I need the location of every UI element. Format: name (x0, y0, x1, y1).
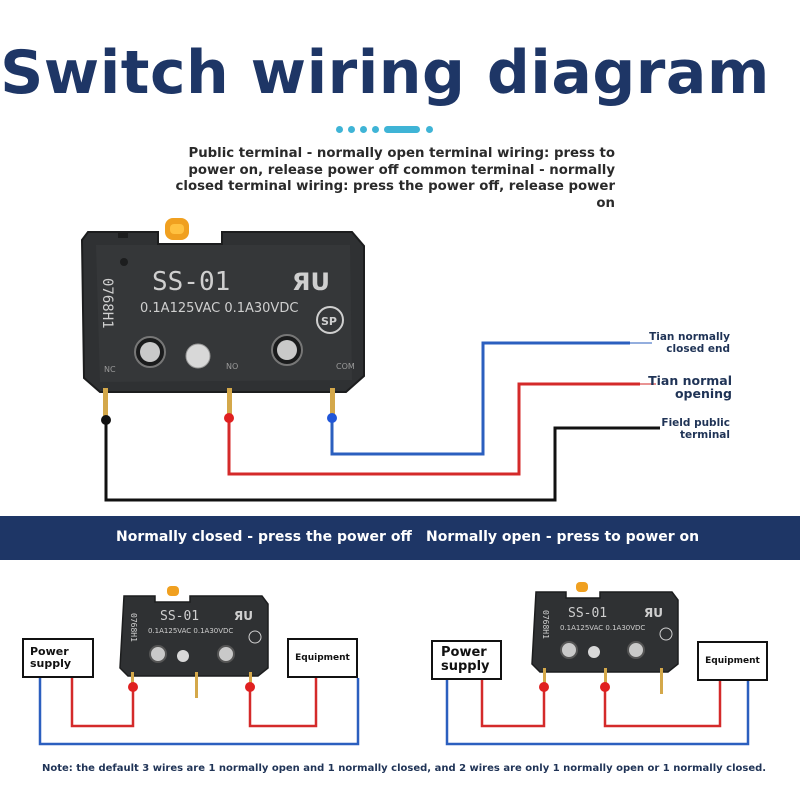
footnote: Note: the default 3 wires are 1 normally… (42, 763, 767, 774)
wire-blue (330, 341, 630, 456)
svg-text:0768H1: 0768H1 (541, 610, 550, 639)
right-power-supply-box: Power supply (431, 640, 502, 680)
main-switch: SS-01 ЯU 0.1A125VAC 0.1A30VDC SP 0768H1 … (80, 218, 365, 393)
left-power-supply-box: Power supply (22, 638, 94, 678)
svg-text:ЯU: ЯU (234, 609, 253, 623)
pin-label-nc: NC (104, 365, 116, 374)
wire-red (227, 382, 640, 476)
pin-label-com: COM (336, 362, 355, 371)
svg-text:ЯU: ЯU (644, 606, 663, 620)
mode-band: Normally closed - press the power off No… (0, 516, 800, 560)
band-label-normally-closed: Normally closed - press the power off (116, 529, 412, 545)
wire-black (104, 420, 660, 502)
terminal-dot-black (101, 415, 111, 425)
svg-text:SS-01: SS-01 (160, 609, 199, 624)
intro-text: Public terminal - normally open terminal… (175, 146, 615, 211)
svg-text:0768H1: 0768H1 (129, 613, 138, 642)
ul-mark-text: ЯU (292, 268, 330, 296)
right-equipment-box: Equipment (697, 641, 768, 681)
example-normally-open: SS-01 ЯU 0.1A125VAC 0.1A30VDC 0768H1 (445, 582, 750, 746)
sp-mark-text: SP (321, 315, 337, 328)
page-title: Switch wiring diagram (0, 38, 770, 108)
svg-text:0.1A125VAC 0.1A30VDC: 0.1A125VAC 0.1A30VDC (148, 627, 233, 635)
svg-text:0.1A125VAC 0.1A30VDC: 0.1A125VAC 0.1A30VDC (560, 624, 645, 632)
pin-left (103, 388, 108, 418)
terminal-dot-blue (327, 413, 337, 423)
switch-rating-text: 0.1A125VAC 0.1A30VDC (140, 301, 298, 316)
example-normally-closed: SS-01 ЯU 0.1A125VAC 0.1A30VDC 0768H1 (38, 586, 360, 746)
legend-com: Field public terminal (661, 417, 730, 441)
pin-middle (227, 388, 232, 414)
pin-right (330, 388, 335, 416)
title-divider-dots (336, 126, 436, 134)
pin-label-no: NO (226, 362, 238, 371)
legend-no: Tian normal opening (648, 373, 732, 401)
switch-code-text: 0768H1 (99, 278, 115, 329)
legend-nc: Tian normally closed end (649, 331, 730, 355)
terminal-dot-red (224, 413, 234, 423)
band-label-normally-open: Normally open - press to power on (426, 529, 700, 545)
svg-text:SS-01: SS-01 (568, 606, 607, 621)
left-equipment-box: Equipment (287, 638, 358, 678)
switch-model-text: SS-01 (152, 267, 230, 297)
